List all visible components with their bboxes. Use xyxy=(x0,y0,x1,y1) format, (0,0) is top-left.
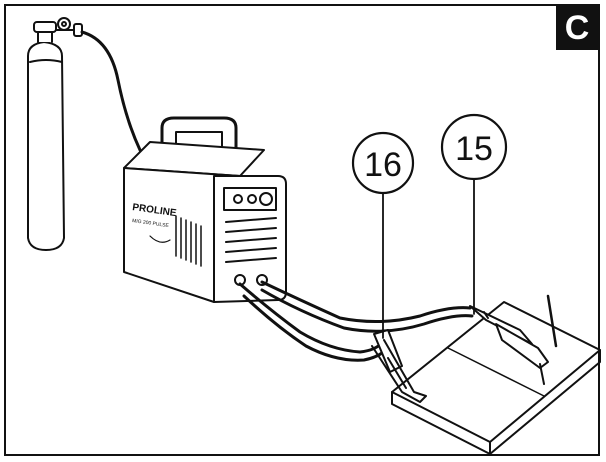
diagram-frame: C xyxy=(4,4,600,456)
gas-cylinder xyxy=(27,17,83,251)
callout-number-15: 15 xyxy=(455,130,493,168)
callout-circle-16 xyxy=(351,131,415,195)
ground-clamp xyxy=(371,329,427,403)
torch-cable xyxy=(260,280,472,324)
tig-torch xyxy=(469,294,558,385)
welding-machine xyxy=(123,116,287,303)
panel-label: C xyxy=(556,6,598,50)
pressure-gauge-icon xyxy=(57,17,71,31)
callout-circle-15 xyxy=(440,113,508,181)
machine-model: MIG 200 PULSE xyxy=(132,218,170,229)
callout-number-16: 16 xyxy=(364,146,402,184)
regulator-icon xyxy=(73,23,83,37)
workpiece-plate xyxy=(391,301,601,455)
